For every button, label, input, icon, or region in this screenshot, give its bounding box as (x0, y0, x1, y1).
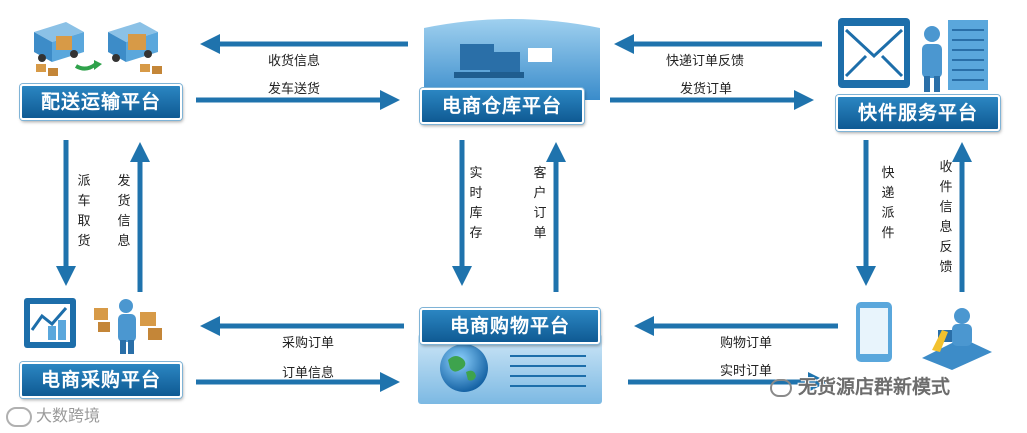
edge-label-customer-to-shopping-1: 购物订单 (720, 336, 773, 351)
edge-label-customer-to-shopping-2: 实时订单 (720, 364, 773, 379)
edge-label-customer-to-express: 收件信息反馈 (939, 160, 953, 275)
node-procurement-platform: 电商采购平台 (20, 362, 182, 398)
watermark-bottom-left-text: 大数跨境 (36, 406, 101, 425)
node-express-platform: 快件服务平台 (836, 95, 1000, 131)
watermark-bottom-right-text: 无货源店群新模式 (798, 376, 951, 398)
edge-label-procurement-to-shopping: 订单信息 (282, 366, 335, 381)
edge-label-delivery-to-warehouse: 发车送货 (268, 82, 321, 97)
edge-label-warehouse-to-express: 发货订单 (680, 82, 733, 97)
node-delivery-platform: 配送运输平台 (20, 84, 182, 120)
warehouse-icon (424, 16, 600, 104)
weibo-icon (6, 406, 32, 427)
globe-icon (440, 344, 488, 392)
truck-icon (26, 14, 176, 88)
customer-icon (852, 300, 1002, 374)
edge-label-warehouse-to-delivery: 收货信息 (268, 54, 321, 69)
edge-label-shopping-to-warehouse: 客户订单 (533, 166, 547, 241)
shopping-card (418, 334, 602, 408)
node-shopping-platform: 电商购物平台 (420, 308, 600, 344)
watermark-bottom-left: 大数跨境 (6, 402, 100, 427)
watermark-bottom-right: 无货源店群新模式 (770, 372, 950, 399)
wechat-icon (770, 378, 792, 397)
edge-label-procurement-to-delivery: 发货信息 (117, 174, 131, 249)
edge-label-warehouse-to-shopping: 实时库存 (469, 166, 483, 241)
edge-label-express-to-warehouse: 快递订单反馈 (666, 54, 745, 69)
node-warehouse-platform: 电商仓库平台 (420, 88, 584, 124)
edge-label-delivery-to-procurement: 派车取货 (77, 174, 91, 249)
edge-label-shopping-to-procurement: 采购订单 (282, 336, 335, 351)
mail-server-icon (836, 16, 996, 100)
procurement-icon (22, 296, 172, 360)
edge-label-express-to-customer: 快递派件 (881, 166, 895, 241)
